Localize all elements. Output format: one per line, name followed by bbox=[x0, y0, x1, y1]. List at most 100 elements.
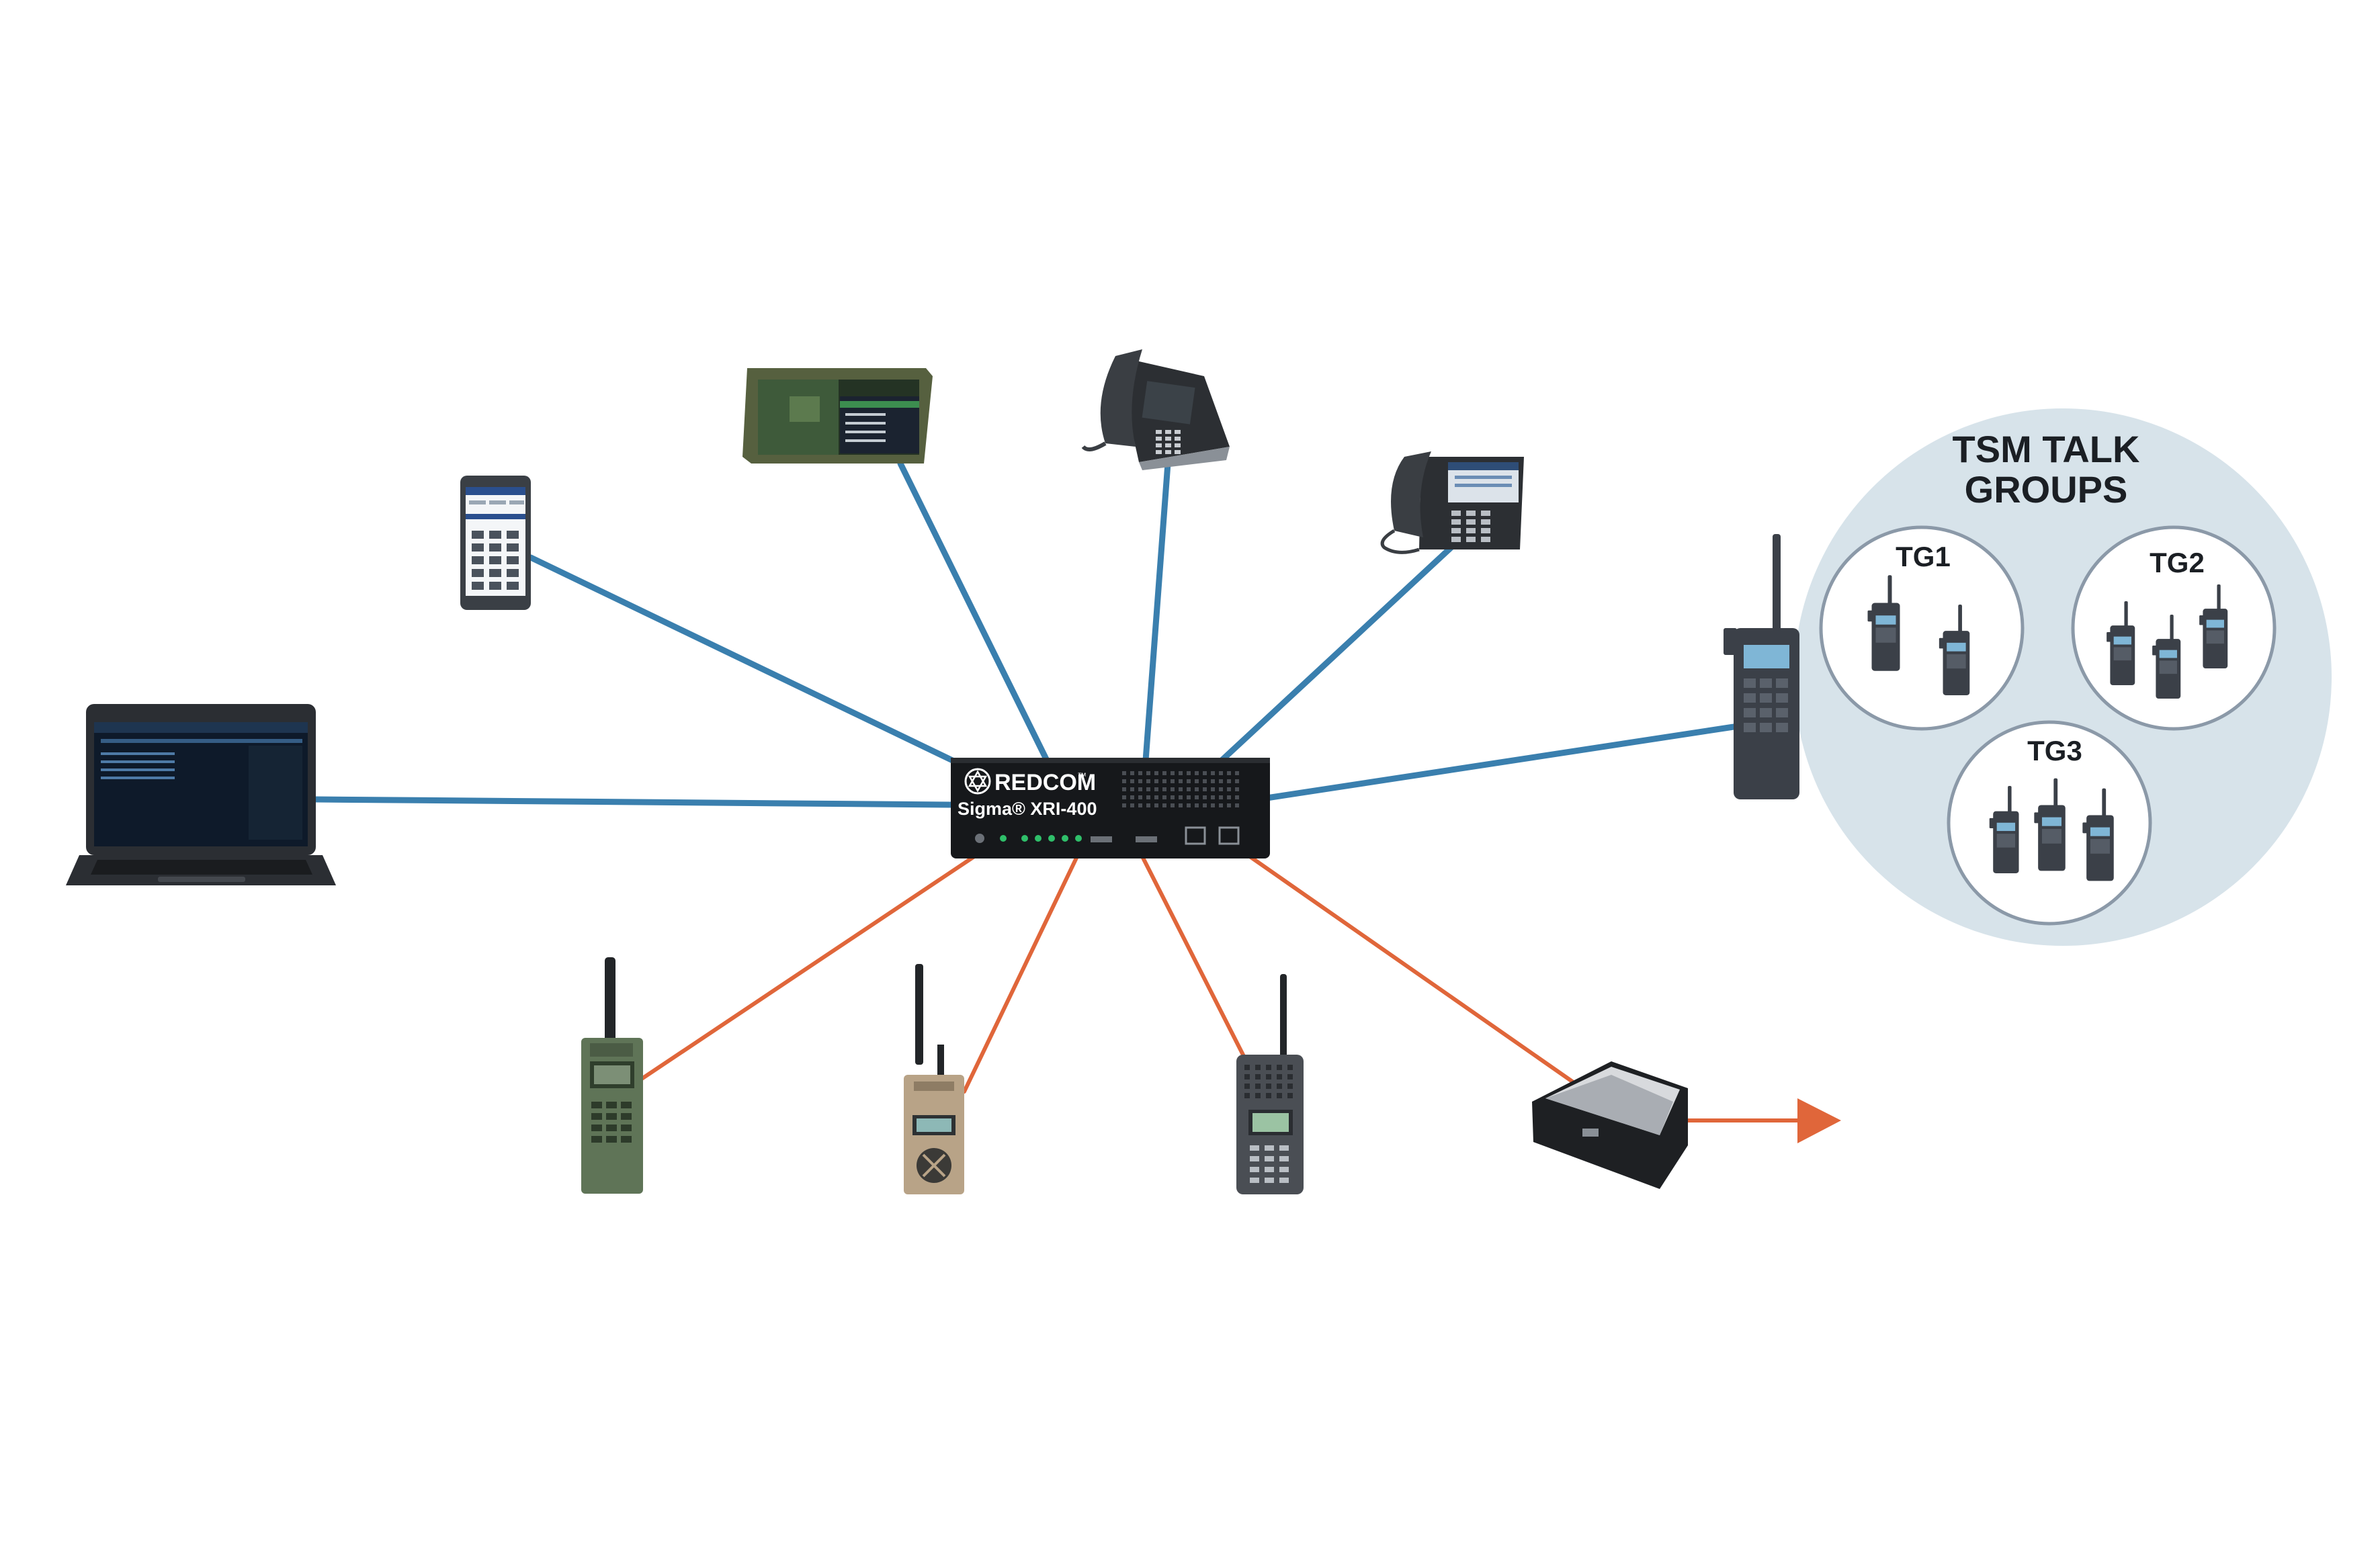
vent-hole bbox=[1171, 779, 1175, 783]
vent-hole bbox=[1187, 803, 1191, 807]
key bbox=[1481, 519, 1490, 525]
grille-hole bbox=[1277, 1093, 1282, 1098]
grille-hole bbox=[1244, 1074, 1250, 1079]
ip-phone-icon[interactable] bbox=[1380, 451, 1524, 554]
talk-group-tg1[interactable]: TG1 bbox=[1819, 525, 2025, 731]
usb-port bbox=[1091, 836, 1112, 842]
vent-hole bbox=[1187, 787, 1191, 791]
key bbox=[1466, 537, 1476, 542]
talk-group-label: TG2 bbox=[2150, 547, 2205, 578]
key bbox=[1279, 1145, 1289, 1151]
grille-hole bbox=[1287, 1093, 1293, 1098]
key bbox=[591, 1136, 602, 1143]
key bbox=[1165, 450, 1171, 454]
vent-hole bbox=[1154, 771, 1158, 775]
dial-key bbox=[472, 569, 484, 577]
link-ip-phone bbox=[1218, 541, 1458, 764]
keypad bbox=[1451, 511, 1490, 542]
desk-phone-icon[interactable] bbox=[1081, 349, 1230, 470]
key bbox=[1760, 693, 1772, 703]
vent-hole bbox=[1162, 787, 1166, 791]
dial-key bbox=[472, 531, 484, 539]
key bbox=[1776, 708, 1788, 717]
tactical-radio-green-icon[interactable] bbox=[581, 957, 643, 1194]
key bbox=[1466, 511, 1476, 516]
key bbox=[1265, 1145, 1274, 1151]
speaker-grille bbox=[1244, 1065, 1293, 1098]
vent-hole bbox=[1162, 779, 1166, 783]
radio-links bbox=[638, 854, 1803, 1122]
vent-hole bbox=[1138, 771, 1142, 775]
grille-hole bbox=[1255, 1074, 1261, 1079]
key bbox=[1279, 1178, 1289, 1183]
vent-hole bbox=[1138, 795, 1142, 799]
link-tactical-radio-tan bbox=[962, 854, 1079, 1094]
vent-hole bbox=[1154, 787, 1158, 791]
vent-hole bbox=[1195, 803, 1199, 807]
vent-hole bbox=[1130, 771, 1134, 775]
ip-links bbox=[312, 460, 1737, 808]
key bbox=[1175, 430, 1181, 434]
grille-hole bbox=[1266, 1065, 1271, 1070]
vent-hole bbox=[1235, 795, 1239, 799]
talk-groups-panel: TSM TALK GROUPS TG1 TG2 TG3 bbox=[1794, 408, 2332, 946]
vent-hole bbox=[1235, 803, 1239, 807]
dial-key bbox=[472, 582, 484, 590]
talk-group-label: TG1 bbox=[1896, 541, 1951, 572]
handheld-radio-icon[interactable] bbox=[1724, 534, 1799, 799]
grille-hole bbox=[1255, 1065, 1261, 1070]
link-smartphone bbox=[527, 554, 964, 768]
talk-group-tg3[interactable]: TG3 bbox=[1947, 720, 2152, 926]
vent-hole bbox=[1130, 803, 1134, 807]
dial-key bbox=[489, 582, 501, 590]
key bbox=[1165, 443, 1171, 447]
grille-hole bbox=[1255, 1093, 1261, 1098]
talk-groups-title-line1: TSM TALK bbox=[1953, 428, 2140, 470]
status-led bbox=[1048, 835, 1055, 842]
talk-group-label: TG3 bbox=[2027, 735, 2082, 766]
vent-hole bbox=[1130, 787, 1134, 791]
usb-port bbox=[1136, 836, 1157, 842]
vent-hole bbox=[1219, 771, 1223, 775]
handheld-radio-grey-icon[interactable] bbox=[1236, 974, 1304, 1194]
hub-model: Sigma® XRI-400 bbox=[958, 799, 1097, 819]
dial-key bbox=[507, 569, 519, 577]
key bbox=[1265, 1178, 1274, 1183]
link-desk-phone bbox=[1142, 460, 1171, 764]
key bbox=[1744, 708, 1756, 717]
vent-hole bbox=[1122, 787, 1126, 791]
vent-hole bbox=[1179, 771, 1183, 775]
laptop-icon[interactable] bbox=[66, 704, 336, 885]
keypad bbox=[1744, 678, 1788, 732]
vent-hole bbox=[1162, 771, 1166, 775]
vent-hole bbox=[1227, 787, 1231, 791]
link-laptop bbox=[312, 796, 954, 808]
vent-hole bbox=[1187, 771, 1191, 775]
key bbox=[591, 1102, 602, 1108]
status-led bbox=[1062, 835, 1068, 842]
dial-key bbox=[507, 556, 519, 564]
link-handheld-radio-grey bbox=[1140, 854, 1252, 1070]
key bbox=[1279, 1156, 1289, 1161]
vent-hole bbox=[1162, 803, 1166, 807]
key bbox=[1265, 1156, 1274, 1161]
vent-hole bbox=[1211, 803, 1215, 807]
vent-hole bbox=[1203, 771, 1207, 775]
gateway-box-icon[interactable] bbox=[1532, 1061, 1688, 1189]
grille-hole bbox=[1266, 1074, 1271, 1079]
dial-key bbox=[489, 543, 501, 552]
smartphone-icon[interactable] bbox=[460, 476, 531, 610]
key bbox=[1481, 528, 1490, 533]
key bbox=[606, 1102, 617, 1108]
vent-hole bbox=[1203, 779, 1207, 783]
link-tactical-radio-green bbox=[638, 854, 976, 1082]
tactical-radio-tan-icon[interactable] bbox=[904, 964, 964, 1194]
key bbox=[606, 1125, 617, 1131]
talk-group-tg2[interactable]: TG2 bbox=[2071, 525, 2277, 731]
rugged-tablet-icon[interactable] bbox=[742, 368, 933, 464]
arrow-head-icon bbox=[1797, 1098, 1841, 1143]
vent-hole bbox=[1122, 795, 1126, 799]
key bbox=[621, 1136, 632, 1143]
redcom-hub[interactable]: REDCOM ™ Sigma® XRI-400 bbox=[951, 758, 1270, 858]
